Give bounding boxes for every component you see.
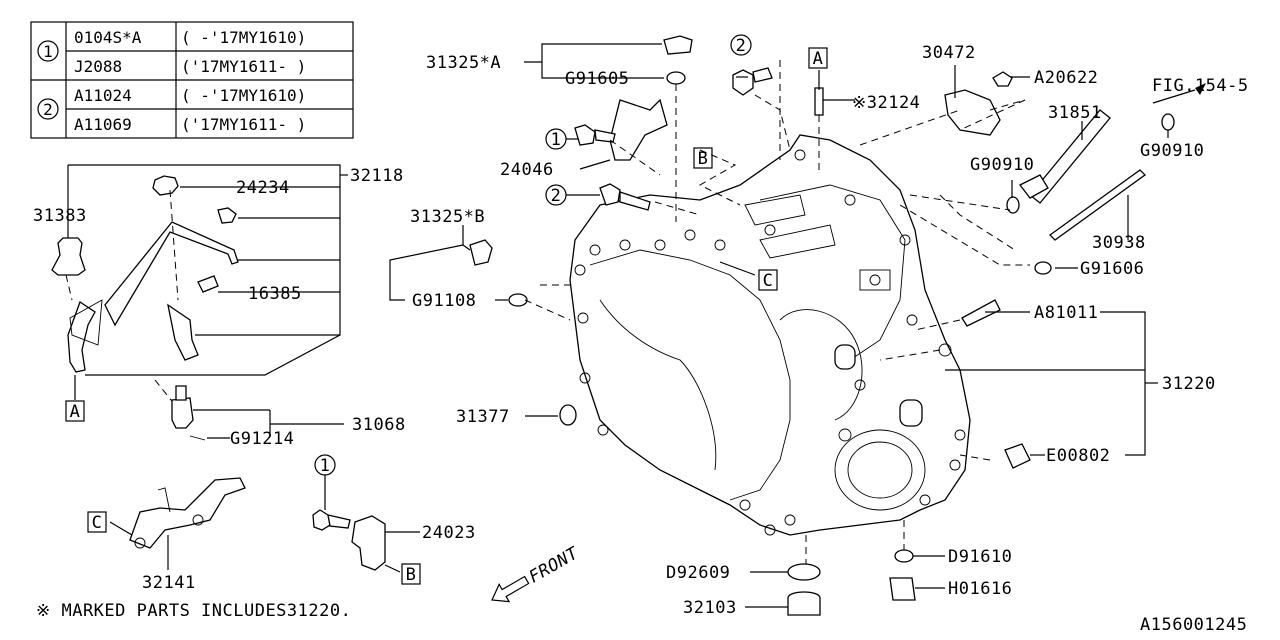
locator-letter-b: B <box>698 149 709 169</box>
part-label-e00802: E00802 <box>1046 446 1110 466</box>
part-label-31325a: 31325*A <box>426 53 501 73</box>
part-label-a20622: A20622 <box>1034 68 1098 88</box>
locator-box-b <box>693 147 713 169</box>
part-label-31383: 31383 <box>33 206 87 226</box>
ref-table: 1 2 0104S*A ( -'17MY1610) J2088 ('17MY16… <box>30 21 354 139</box>
ref-number-2: 2 <box>551 186 562 206</box>
ref-number-1: 1 <box>551 130 562 150</box>
table-part-cell: A11069 <box>74 115 132 134</box>
part-label-g91606: G91606 <box>1080 259 1144 279</box>
ref-circle-1 <box>545 128 567 150</box>
part-label-31851: 31851 <box>1048 103 1102 123</box>
part-label-31220: 31220 <box>1162 374 1216 394</box>
part-label-31325b: 31325*B <box>410 207 485 227</box>
part-label-30938: 30938 <box>1092 233 1146 253</box>
bracket-24023-drawing <box>312 475 420 573</box>
part-label-32141: 32141 <box>142 573 196 593</box>
locator-box-a <box>808 47 828 69</box>
ref-circle-2 <box>545 184 567 206</box>
part-label-a81011: A81011 <box>1034 303 1098 323</box>
part-label-24234: 24234 <box>236 178 290 198</box>
ref-circle-2 <box>730 34 752 56</box>
part-label-24023: 24023 <box>422 523 476 543</box>
part-label-30472: 30472 <box>922 43 976 63</box>
ref-number-1: 1 <box>43 42 53 61</box>
footnote: ※ MARKED PARTS INCLUDES31220. <box>36 601 351 621</box>
ref-circle-2 <box>37 98 59 120</box>
part-label-h01616: H01616 <box>948 579 1012 599</box>
part-label-31377: 31377 <box>456 407 510 427</box>
locator-box-b <box>401 563 421 585</box>
part-label-g90910-right: G90910 <box>1140 141 1204 161</box>
ref-circle-1 <box>37 40 59 62</box>
locator-box-c <box>87 511 107 533</box>
part-label-16385: 16385 <box>248 284 302 304</box>
breather-hose-drawing <box>51 164 348 441</box>
table-part-cell: J2088 <box>74 57 122 76</box>
diagram-id: A156001245 <box>1140 615 1247 635</box>
ref-circle-1 <box>314 454 336 476</box>
table-range-cell: ( -'17MY1610) <box>181 28 306 47</box>
part-label-g90910-left: G90910 <box>970 155 1034 175</box>
assembly-guide-lines <box>524 94 1030 461</box>
transmission-case-drawing <box>569 134 971 536</box>
ref-number-2: 2 <box>736 36 747 56</box>
bracket-32141-drawing <box>109 477 246 570</box>
part-label-g91605: G91605 <box>565 69 629 89</box>
part-label-32103: 32103 <box>683 598 737 618</box>
table-range-cell: ('17MY1611- ) <box>181 57 306 76</box>
front-label: FRONT <box>526 543 584 588</box>
table-range-cell: ('17MY1611- ) <box>181 115 306 134</box>
part-label-24046: 24046 <box>500 160 554 180</box>
table-range-cell: ( -'17MY1610) <box>181 86 306 105</box>
table-part-cell: 0104S*A <box>74 28 142 47</box>
locator-box-c <box>758 269 778 291</box>
part-label-g91214: G91214 <box>230 429 294 449</box>
locator-letter-c: C <box>92 513 103 533</box>
table-part-cell: A11024 <box>74 86 132 105</box>
ref-number-1: 1 <box>320 456 331 476</box>
part-label-g91108: G91108 <box>412 291 476 311</box>
locator-letter-a: A <box>70 402 81 422</box>
part-label-32124: ※32124 <box>852 93 920 113</box>
locator-letter-b: B <box>406 565 417 585</box>
locator-letter-c: C <box>763 271 774 291</box>
locator-box-a <box>65 400 85 422</box>
part-label-31068: 31068 <box>352 415 406 435</box>
upper-parts-drawing <box>469 35 1175 616</box>
leader-lines <box>389 43 1196 608</box>
arrow-icon <box>1195 83 1206 95</box>
part-label-d91610: D91610 <box>948 547 1012 567</box>
part-label-d92609: D92609 <box>666 563 730 583</box>
locator-letter-a: A <box>813 49 824 69</box>
ref-number-2: 2 <box>43 100 53 119</box>
front-arrow: FRONT <box>491 543 584 603</box>
part-label-32118: 32118 <box>350 166 404 186</box>
